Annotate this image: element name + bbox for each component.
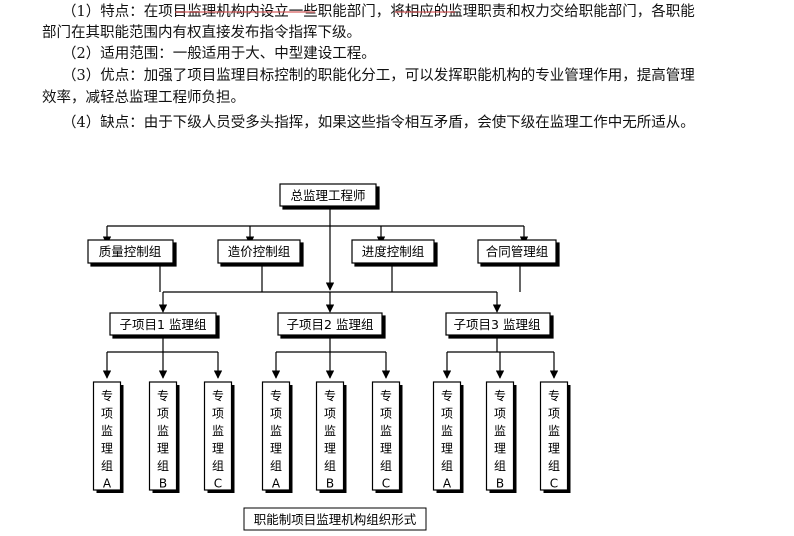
paragraph-disadvantages: （4）缺点：由于下级人员受多头指挥，如果这些指令相互矛盾，会使下级在监理工作中无…: [62, 115, 695, 131]
team-box-char: A: [272, 477, 281, 491]
team-box-char: 组: [494, 459, 506, 473]
team-boxes: 专项监理组A专项监理组B专项监理组C专项监理组A专项监理组B专项监理组C专项监理…: [92, 381, 571, 493]
team-box-char: 项: [441, 407, 453, 421]
svg-text:进度控制组: 进度控制组: [362, 244, 425, 259]
team-box-char: 监: [494, 424, 506, 438]
team-box-char: 理: [548, 442, 560, 456]
team-box-char: 专: [441, 388, 453, 403]
paragraph-advantages-line2: 效率，减轻总监理工程师负担。: [42, 90, 245, 106]
svg-text:造价控制组: 造价控制组: [228, 244, 291, 259]
team-box-char: 项: [157, 407, 169, 421]
team-box-char: 理: [380, 442, 392, 456]
team-box-char: 项: [494, 407, 506, 421]
diagram-caption: 职能制项目监理机构组织形式: [243, 507, 427, 531]
svg-text:质量控制组: 质量控制组: [99, 244, 162, 259]
team-box-char: 专: [157, 388, 169, 403]
team-box-char: C: [214, 477, 222, 491]
team-box-char: 组: [380, 459, 392, 473]
team-box-char: B: [159, 477, 167, 491]
paragraph-features-line2: 部门在其职能范围内有权直接发布指令指挥下级。: [42, 25, 361, 41]
team-box-char: 组: [101, 459, 113, 473]
team-box-char: 组: [270, 459, 282, 473]
team-box-char: 理: [441, 442, 453, 456]
functional-group-contract: 合同管理组: [477, 239, 560, 267]
team-box-char: 理: [494, 442, 506, 456]
team-box-char: 理: [212, 442, 224, 456]
subproject-1-box: 子项目1 监理组: [109, 312, 220, 339]
team-box-char: A: [443, 477, 452, 491]
team-box-char: 监: [324, 424, 336, 438]
red-underline-mark: [175, 11, 315, 13]
team-box-char: 组: [212, 459, 224, 473]
team-box-char: 组: [441, 459, 453, 473]
team-box-char: 监: [441, 424, 453, 438]
team-box-char: 监: [270, 424, 282, 438]
team-box-char: 组: [157, 459, 169, 473]
paragraph-scope: （2）适用范围：一般适用于大、中型建设工程。: [62, 46, 376, 62]
team-box-char: 专: [494, 388, 506, 403]
subproject-3-box: 子项目3 监理组: [445, 312, 554, 339]
subproject-2-box: 子项目2 监理组: [277, 312, 386, 339]
functional-group-cost: 造价控制组: [217, 239, 304, 267]
paragraph-advantages-line1: （3）优点：加强了项目监理目标控制的职能化分工，可以发挥职能机构的专业管理作用，…: [62, 68, 695, 84]
team-box-char: B: [496, 477, 504, 491]
team-box-char: 专: [380, 388, 392, 403]
svg-text:子项目2 监理组: 子项目2 监理组: [287, 317, 374, 332]
chief-supervisor-label: 总监理工程师: [290, 188, 365, 203]
team-box-char: 组: [548, 459, 560, 473]
team-box-char: 专: [212, 388, 224, 403]
functional-group-quality: 质量控制组: [87, 239, 177, 267]
team-box-char: 理: [157, 442, 169, 456]
svg-text:子项目1 监理组: 子项目1 监理组: [120, 317, 207, 332]
svg-text:合同管理组: 合同管理组: [486, 244, 549, 259]
team-box-char: 项: [324, 407, 336, 421]
team-box-char: 监: [548, 424, 560, 438]
team-box-char: 专: [324, 388, 336, 403]
team-box-char: 专: [548, 388, 560, 403]
team-box-char: 监: [157, 424, 169, 438]
team-box-char: 项: [212, 407, 224, 421]
team-box-char: 理: [270, 442, 282, 456]
team-box-char: 理: [101, 442, 113, 456]
team-box-char: 专: [270, 388, 282, 403]
team-box-char: 项: [270, 407, 282, 421]
team-box-char: C: [382, 477, 390, 491]
team-box-char: 组: [324, 459, 336, 473]
team-box-char: C: [550, 477, 558, 491]
team-box-char: 专: [101, 388, 113, 403]
team-box-char: 监: [101, 424, 113, 438]
connector-lines: [102, 207, 559, 379]
team-box-char: 监: [380, 424, 392, 438]
red-underline-mark: [395, 11, 455, 13]
caption-text: 职能制项目监理机构组织形式: [254, 512, 417, 527]
team-box-char: 项: [548, 407, 560, 421]
paragraph-features-line1: （1）特点：在项目监理机构内设立一些职能部门，将相应的监理职责和权力交给职能部门…: [62, 4, 695, 20]
functional-group-schedule: 进度控制组: [351, 239, 438, 267]
team-box-char: 项: [380, 407, 392, 421]
team-box-char: 项: [101, 407, 113, 421]
team-box-char: B: [326, 477, 334, 491]
team-box-char: 监: [212, 424, 224, 438]
team-box-char: A: [103, 477, 112, 491]
team-box-char: 理: [324, 442, 336, 456]
chief-supervisor-box: 总监理工程师: [279, 183, 380, 210]
svg-text:子项目3 监理组: 子项目3 监理组: [454, 317, 541, 332]
